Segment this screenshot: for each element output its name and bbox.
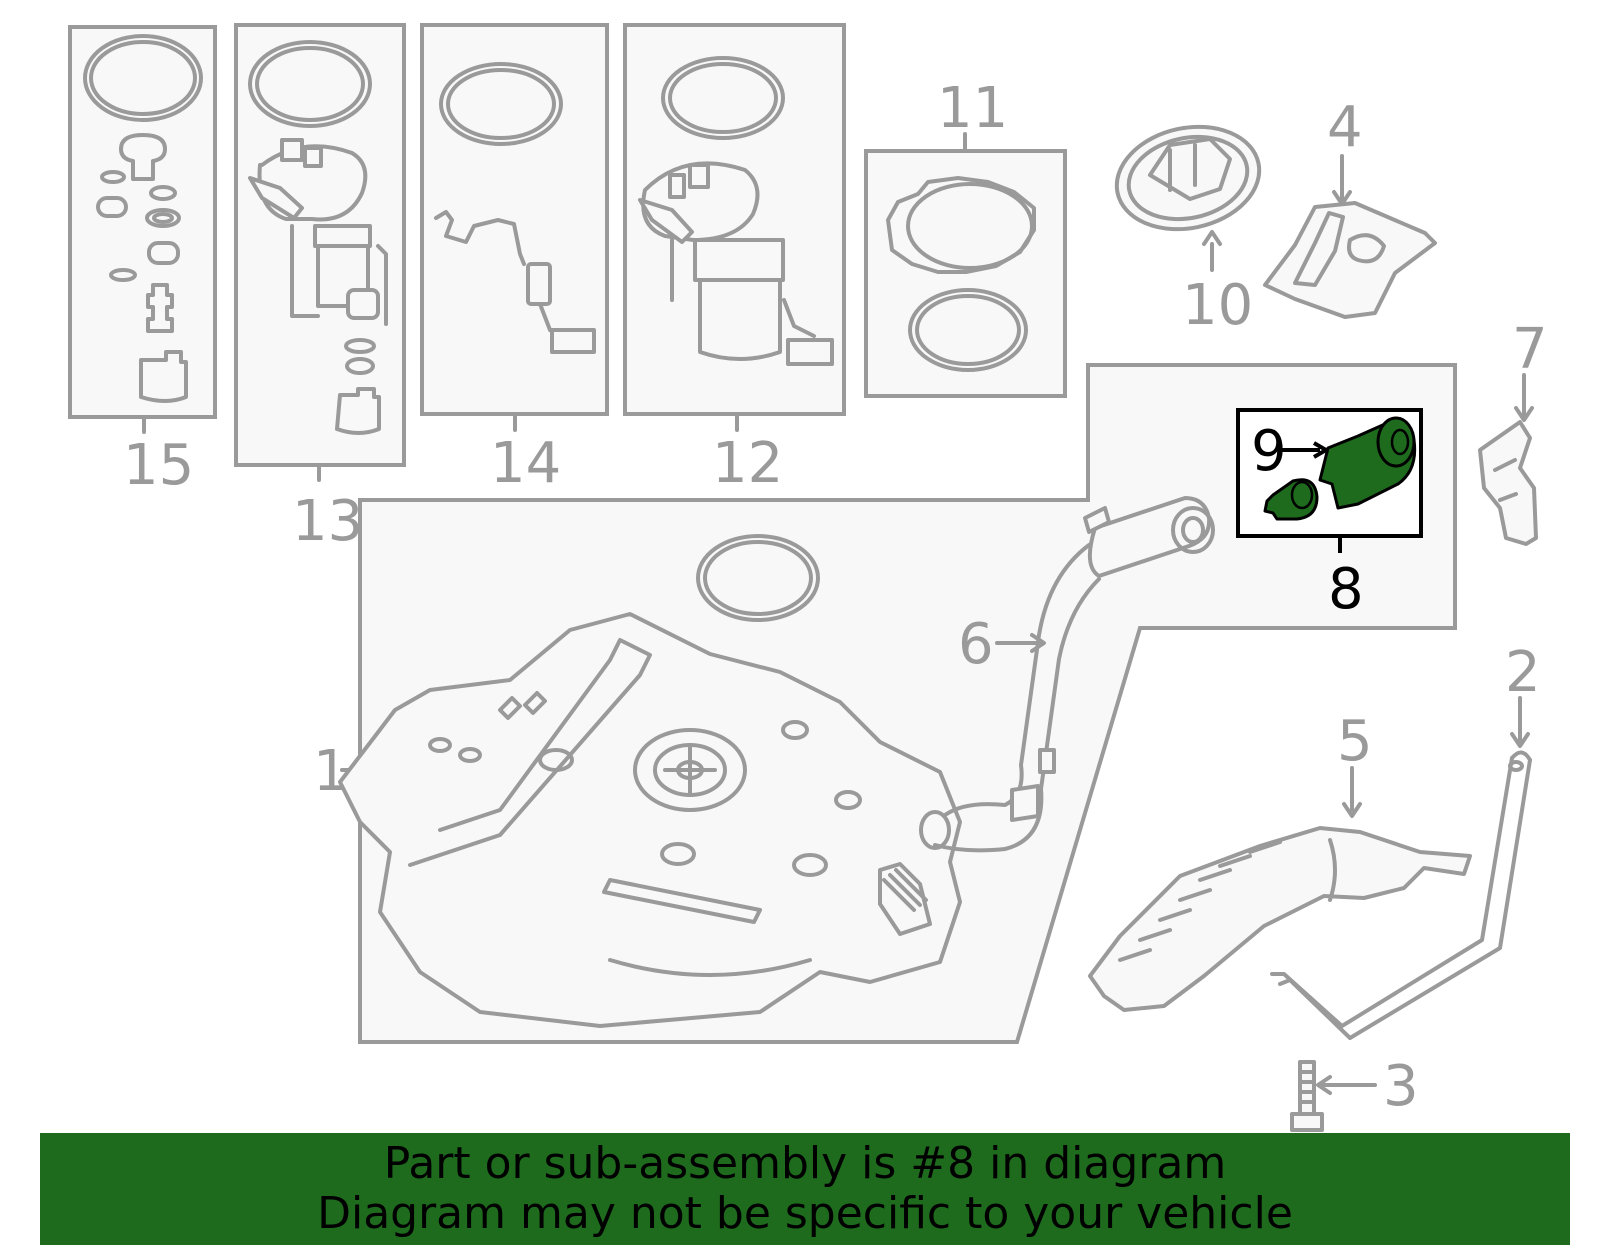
- callout-2: 2: [1505, 640, 1541, 705]
- callout-14: 14: [490, 431, 561, 496]
- callout-11: 11: [937, 76, 1008, 141]
- part-14-fuel-level-sensor[interactable]: [420, 23, 609, 416]
- callout-5: 5: [1337, 709, 1373, 774]
- callout-10: 10: [1182, 273, 1253, 338]
- callout-9: 9: [1251, 419, 1287, 484]
- part-7-bracket[interactable]: [1478, 420, 1538, 546]
- part-10-retainer-ring[interactable]: [1107, 114, 1269, 242]
- part-5-heat-shield[interactable]: [1088, 826, 1472, 1012]
- part-6-filler-neck[interactable]: [919, 496, 1215, 853]
- banner-line-1: Part or sub-assembly is #8 in diagram: [383, 1138, 1227, 1189]
- banner-line-2: Diagram may not be specific to your vehi…: [317, 1188, 1293, 1239]
- info-banner: Part or sub-assembly is #8 in diagram Di…: [40, 1133, 1570, 1245]
- callout-4: 4: [1327, 95, 1363, 160]
- part-1-fuel-tank[interactable]: [338, 534, 962, 1028]
- callout-15: 15: [123, 433, 194, 498]
- part-3-bolt[interactable]: [1290, 1060, 1324, 1132]
- callout-13: 13: [292, 489, 363, 554]
- callout-8: 8: [1328, 557, 1364, 622]
- part-2-tank-strap[interactable]: [1270, 750, 1532, 1040]
- callout-7: 7: [1512, 317, 1548, 382]
- part-15-kit[interactable]: [68, 25, 217, 419]
- part-13-fuel-pump-assembly[interactable]: [234, 23, 406, 467]
- part-4-protector-plate[interactable]: [1263, 201, 1437, 319]
- callout-12: 12: [712, 431, 783, 496]
- part-11-gasket-set[interactable]: [864, 149, 1067, 398]
- callout-6: 6: [958, 612, 994, 677]
- callout-3: 3: [1383, 1054, 1419, 1119]
- part-8-highlight-box[interactable]: 9: [1236, 408, 1423, 538]
- part-12-fuel-pump-module[interactable]: [623, 23, 846, 416]
